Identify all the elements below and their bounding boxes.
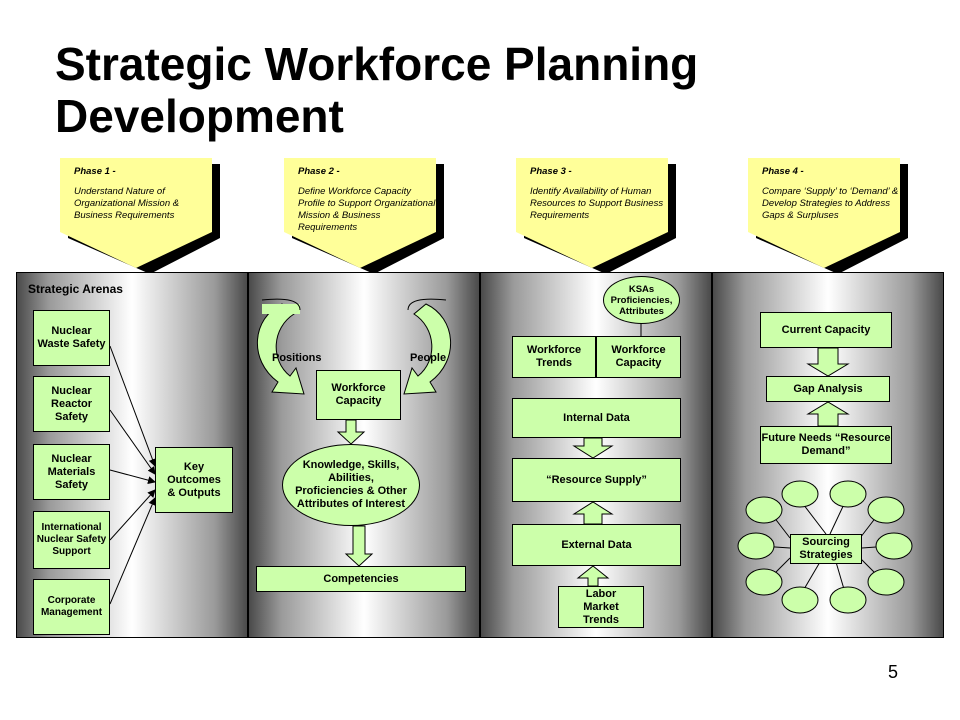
future-to-gap-arrow [806, 401, 850, 427]
title-line-2: Development [55, 90, 344, 142]
title-line-1: Strategic Workforce Planning [55, 38, 699, 90]
sourcing-strategies-box: Sourcing Strategies [790, 534, 862, 564]
external-data-box: External Data [512, 524, 681, 566]
phase-2-title: Phase 2 - [298, 166, 340, 177]
current-capacity-box: Current Capacity [760, 312, 892, 348]
phase-4-title: Phase 4 - [762, 166, 804, 177]
phase-4-text: Compare ‘Supply’ to ‘Demand’ & Develop S… [762, 186, 899, 221]
workforce-capacity-supply-box: Workforce Capacity [596, 336, 681, 378]
people-curve-arrow [403, 303, 452, 395]
capacity-to-ksa-arrow [336, 419, 366, 445]
ksa-oval: Knowledge, Skills, Abilities, Proficienc… [282, 444, 420, 526]
key-outcomes-box: Key Outcomes & Outputs [155, 447, 233, 513]
people-label: People [410, 352, 447, 364]
phase-1-text: Understand Nature of Organizational Miss… [74, 186, 180, 221]
labor-market-trends-box: Labor Market Trends [558, 586, 644, 628]
phase-4-callout: Phase 4 - Compare ‘Supply’ to ‘Demand’ &… [748, 158, 908, 276]
resource-supply-box: “Resource Supply” [512, 458, 681, 502]
gap-analysis-box: Gap Analysis [766, 376, 890, 402]
ksa-to-competencies-arrow [344, 525, 374, 567]
internal-data-box: Internal Data [512, 398, 681, 438]
phase-2-callout: Phase 2 - Define Workforce Capacity Prof… [284, 158, 444, 276]
page-title: Strategic Workforce Planning Development [55, 38, 698, 142]
arena-nuclear-reactor-safety: Nuclear Reactor Safety [33, 376, 110, 432]
phase-1-title: Phase 1 - [74, 166, 116, 177]
arena-international-nuclear-safety-support: International Nuclear Safety Support [33, 511, 110, 569]
sourcing-ovals [737, 480, 913, 614]
people-curve-top [407, 298, 447, 311]
phase-4-shape [748, 158, 908, 274]
internal-to-supply-arrow [572, 437, 614, 459]
arena-nuclear-materials-safety: Nuclear Materials Safety [33, 444, 110, 500]
competencies-box: Competencies [256, 566, 466, 592]
future-needs-box: Future Needs “Resource Demand” [760, 426, 892, 464]
phase-3-text: Identify Availability of Human Resources… [530, 186, 664, 221]
phase-3-callout: Phase 3 - Identify Availability of Human… [516, 158, 676, 276]
workforce-trends-box: Workforce Trends [512, 336, 596, 378]
phase-2-shape [284, 158, 444, 274]
ksas-oval: KSAs Proficiencies, Attributes [603, 276, 680, 324]
page-number: 5 [888, 662, 899, 682]
strategic-arenas-heading: Strategic Arenas [28, 282, 123, 296]
phase-1-callout: Phase 1 - Understand Nature of Organizat… [60, 158, 220, 276]
workforce-capacity-box: Workforce Capacity [316, 370, 401, 420]
phase-1-shape [60, 158, 220, 274]
arena-nuclear-waste-safety: Nuclear Waste Safety [33, 310, 110, 366]
current-to-gap-arrow [806, 347, 850, 377]
phase-3-title: Phase 3 - [530, 166, 572, 177]
external-to-supply-arrow [572, 501, 614, 525]
phase-2-text: Define Workforce Capacity Profile to Sup… [298, 186, 436, 233]
phase-3-shape [516, 158, 676, 274]
arena-corporate-management: Corporate Management [33, 579, 110, 635]
arena-connectors [109, 345, 157, 605]
labor-to-external-arrow [576, 565, 610, 587]
positions-curve-arrow [256, 303, 305, 395]
positions-curve-top [261, 298, 301, 311]
positions-label: Positions [272, 352, 322, 364]
